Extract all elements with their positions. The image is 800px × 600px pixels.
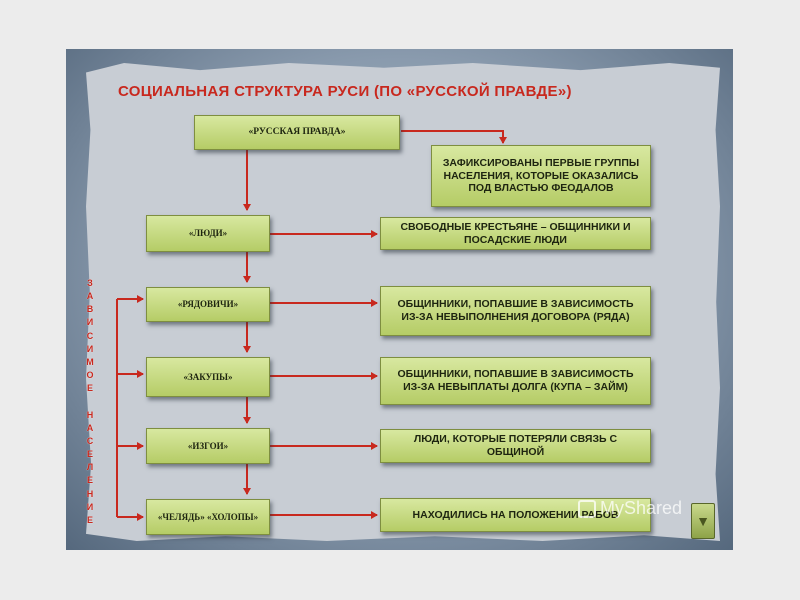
connector-root-desc bbox=[401, 130, 507, 144]
root-box: «РУССКАЯ ПРАВДА» bbox=[194, 115, 400, 150]
group-desc-ryadovichi: ОБЩИННИКИ, ПОПАВШИЕ В ЗАВИСИМОСТЬ ИЗ-ЗА … bbox=[380, 286, 651, 336]
side-label-letter: Е bbox=[86, 475, 93, 486]
side-label-letter: С bbox=[86, 330, 94, 341]
side-label-letter: И bbox=[86, 501, 94, 512]
group-box-chelyad: «ЧЕЛЯДЬ» «ХОЛОПЫ» bbox=[146, 499, 270, 535]
side-label-letter: Н bbox=[86, 409, 94, 420]
presentation-icon bbox=[578, 499, 596, 518]
side-label-letter: А bbox=[86, 291, 94, 302]
group-box-izgoi: «ИЗГОИ» bbox=[146, 428, 270, 464]
group-box-zakupy: «ЗАКУПЫ» bbox=[146, 357, 270, 397]
side-label-letter: Н bbox=[86, 488, 94, 499]
side-label-letter: М bbox=[86, 356, 94, 367]
group-desc-chelyad: НАХОДИЛИСЬ НА ПОЛОЖЕНИИ РАБОВ bbox=[380, 498, 651, 532]
side-label-letter: О bbox=[86, 370, 94, 381]
group-box-ryadovichi: «РЯДОВИЧИ» bbox=[146, 287, 270, 322]
side-label-letter: Е bbox=[86, 449, 93, 460]
group-desc-izgoi: ЛЮДИ, КОТОРЫЕ ПОТЕРЯЛИ СВЯЗЬ С ОБЩИНОЙ bbox=[380, 429, 651, 463]
side-label-letter: Е bbox=[86, 514, 93, 525]
watermark: MyShared bbox=[578, 498, 682, 519]
root-description-box: ЗАФИКСИРОВАНЫ ПЕРВЫЕ ГРУППЫ НАСЕЛЕНИЯ, К… bbox=[431, 145, 651, 207]
page-title: СОЦИАЛЬНАЯ СТРУКТУРА РУСИ (ПО «РУССКОЙ П… bbox=[118, 83, 572, 100]
side-label-letter bbox=[89, 397, 92, 406]
side-label-letter: В bbox=[86, 304, 94, 315]
side-label-letter: И bbox=[86, 343, 94, 354]
watermark-text: MyShared bbox=[600, 498, 683, 518]
group-desc-ludi: СВОБОДНЫЕ КРЕСТЬЯНЕ – ОБЩИННИКИ И ПОСАДС… bbox=[380, 217, 651, 250]
side-label-letter: И bbox=[86, 317, 94, 328]
next-slide-button[interactable]: ▼ bbox=[691, 503, 715, 539]
side-label-letter: З bbox=[87, 278, 93, 288]
side-label-letter: С bbox=[86, 435, 94, 446]
triangle-down-icon: ▼ bbox=[696, 513, 710, 529]
side-label-letter: А bbox=[86, 422, 94, 433]
group-box-ludi: «ЛЮДИ» bbox=[146, 215, 270, 252]
side-label-letter: Л bbox=[86, 462, 94, 473]
side-label-letter: Е bbox=[86, 383, 93, 394]
group-desc-zakupy: ОБЩИННИКИ, ПОПАВШИЕ В ЗАВИСИМОСТЬ ИЗ-ЗА … bbox=[380, 357, 651, 405]
